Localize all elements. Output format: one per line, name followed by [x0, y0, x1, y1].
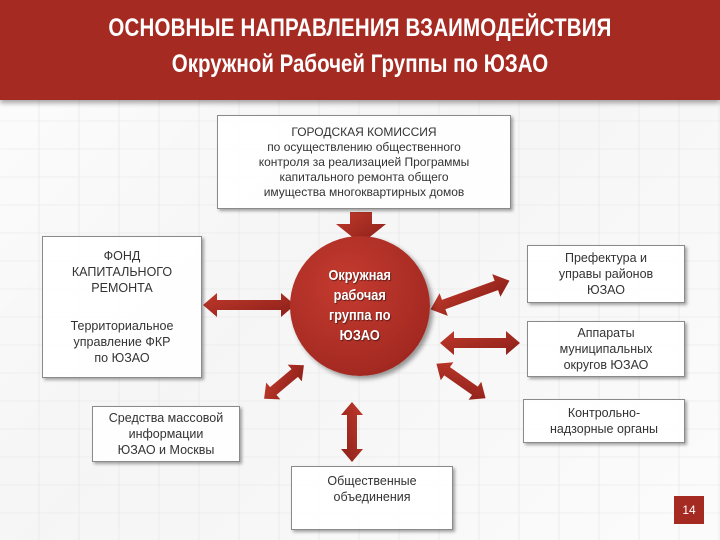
arrow-center-control — [436, 362, 486, 400]
municipal-text: Аппараты муниципальных округов ЮЗАО — [559, 326, 653, 372]
arrow-commission-to-center — [336, 212, 386, 244]
control-box: Контрольно- надзорные органы — [523, 399, 685, 443]
arrow-center-public — [341, 402, 363, 462]
prefecture-box: Префектура и управы районов ЮЗАО — [527, 245, 685, 303]
center-working-group-text: Окружная рабочая группа по ЮЗАО — [328, 267, 392, 344]
fund-and-fkr-box: ФОНД КАПИТАЛЬНОГО РЕМОНТА Территориально… — [42, 236, 202, 378]
public-box: Общественные объединения — [291, 466, 453, 530]
arrow-center-media — [264, 364, 304, 400]
title-banner: ОСНОВНЫЕ НАПРАВЛЕНИЯ ВЗАИМОДЕЙСТВИЯ Окру… — [0, 0, 720, 100]
public-text: Общественные объединения — [327, 474, 417, 504]
arrow-center-fund — [203, 293, 295, 317]
slide-subtitle: Окружной Рабочей Группы по ЮЗАО — [171, 50, 549, 78]
arrow-center-prefecture — [430, 274, 510, 316]
city-commission-box: ГОРОДСКАЯ КОМИССИЯ по осуществлению обще… — [217, 115, 511, 209]
control-text: Контрольно- надзорные органы — [550, 406, 658, 436]
municipal-box: Аппараты муниципальных округов ЮЗАО — [527, 321, 685, 377]
media-text: Средства массовой информации ЮЗАО и Моск… — [108, 411, 224, 457]
fkr-office-text: Территориальное управление ФКР по ЮЗАО — [70, 319, 174, 365]
slide-title: ОСНОВНЫЕ НАПРАВЛЕНИЯ ВЗАИМОДЕЙСТВИЯ — [108, 14, 612, 42]
fund-text: ФОНД КАПИТАЛЬНОГО РЕМОНТА — [71, 249, 173, 295]
arrow-center-municipal — [440, 331, 520, 355]
media-box: Средства массовой информации ЮЗАО и Моск… — [92, 406, 240, 462]
city-commission-text: ГОРОДСКАЯ КОМИССИЯ по осуществлению обще… — [258, 124, 470, 199]
page-number: 14 — [674, 496, 704, 524]
center-working-group-circle: Окружная рабочая группа по ЮЗАО — [290, 236, 430, 376]
prefecture-text: Префектура и управы районов ЮЗАО — [558, 251, 654, 297]
